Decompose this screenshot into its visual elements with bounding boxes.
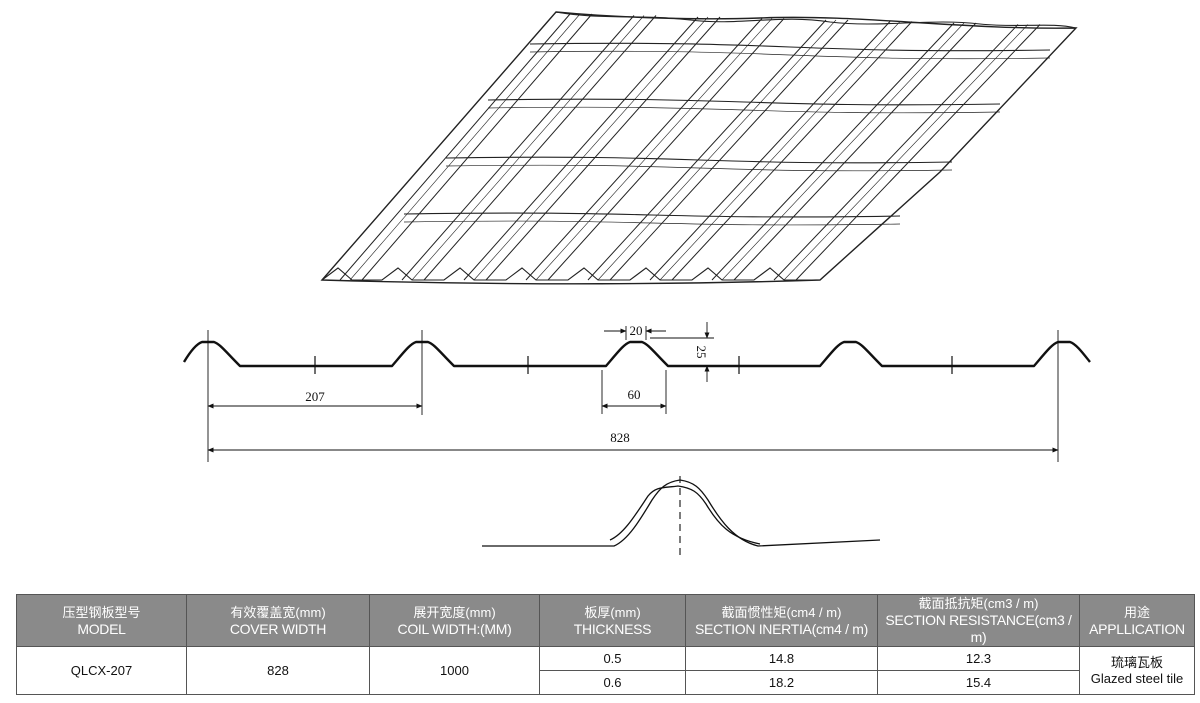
cell-resistance: 12.3 [877, 646, 1080, 671]
cell-application: 琉璃瓦板 Glazed steel tile [1079, 646, 1195, 695]
dim-pitch: 207 [305, 389, 325, 404]
profile-section: 207 828 60 20 25 [182, 322, 1091, 462]
cell-inertia: 18.2 [685, 670, 878, 695]
cell-model: QLCX-207 [16, 646, 187, 695]
application-cn: 琉璃瓦板 [1110, 654, 1163, 670]
cell-thickness: 0.5 [539, 646, 686, 671]
header-coil-width: 展开宽度(mm)COIL WIDTH:(MM) [369, 594, 540, 647]
cell-thickness: 0.6 [539, 670, 686, 695]
cell-cover-width: 828 [186, 646, 370, 695]
header-section-inertia: 截面惯性矩(cm4 / m)SECTION INERTIA(cm4 / m) [685, 594, 878, 647]
table-row: QLCX-207 828 1000 0.5 14.8 12.3 琉璃瓦板 Gla… [16, 646, 1195, 695]
dim-height: 25 [694, 346, 709, 359]
header-cover-width: 有效覆盖宽(mm)COVER WIDTH [186, 594, 370, 647]
dim-base-width: 60 [628, 387, 641, 402]
header-thickness: 板厚(mm)THICKNESS [539, 594, 686, 647]
application-en: Glazed steel tile [1090, 670, 1184, 686]
header-section-resistance: 截面抵抗矩(cm3 / m)SECTION RESISTANCE(cm3 / m… [877, 594, 1080, 647]
tile-sheet-illustration [320, 11, 1078, 285]
cell-inertia: 14.8 [685, 646, 878, 671]
cell-coil-width: 1000 [369, 646, 540, 695]
dim-top-width: 20 [630, 323, 643, 338]
cell-resistance: 15.4 [877, 670, 1080, 695]
dim-total-width: 828 [610, 430, 630, 445]
profile-line [182, 340, 1091, 368]
technical-drawing: 207 828 60 20 25 [182, 11, 1091, 556]
rib-detail [482, 476, 881, 556]
table-row: 0.6 18.2 15.4 [17, 670, 1195, 695]
